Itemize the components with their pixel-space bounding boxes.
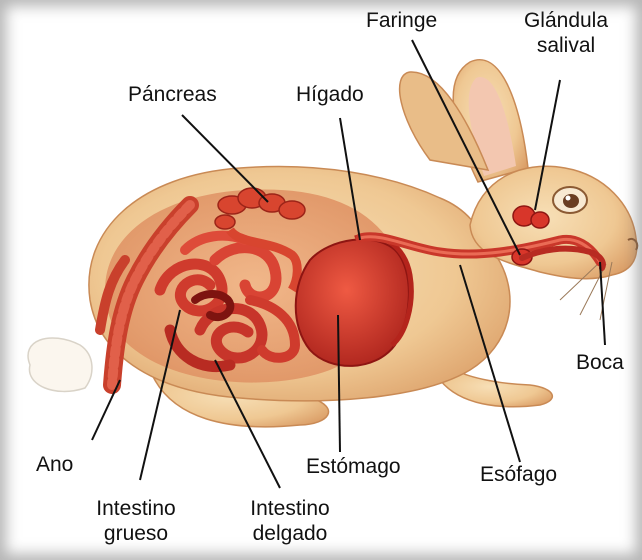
stomach [296, 239, 409, 366]
label-glandula-salival-line-1: Glándula [518, 8, 614, 33]
label-intestino-delgado-line-2: delgado [232, 521, 348, 546]
label-intestino-grueso-line-2: grueso [78, 521, 194, 546]
rabbit-tail [28, 338, 92, 391]
rabbit-eye [553, 187, 587, 213]
label-glandula-salival-line-2: salival [518, 33, 614, 58]
label-estomago: Estómago [306, 454, 401, 479]
label-ano: Ano [36, 452, 73, 477]
label-esofago: Esófago [480, 462, 557, 487]
label-glandula-salival: Glándula salival [518, 8, 614, 58]
label-faringe: Faringe [366, 8, 437, 33]
label-intestino-grueso-line-1: Intestino [78, 496, 194, 521]
label-intestino-grueso: Intestino grueso [78, 496, 194, 546]
label-higado: Hígado [296, 82, 364, 107]
label-intestino-delgado-line-1: Intestino [232, 496, 348, 521]
label-boca: Boca [576, 350, 624, 375]
label-intestino-delgado: Intestino delgado [232, 496, 348, 546]
label-pancreas: Páncreas [128, 82, 217, 107]
